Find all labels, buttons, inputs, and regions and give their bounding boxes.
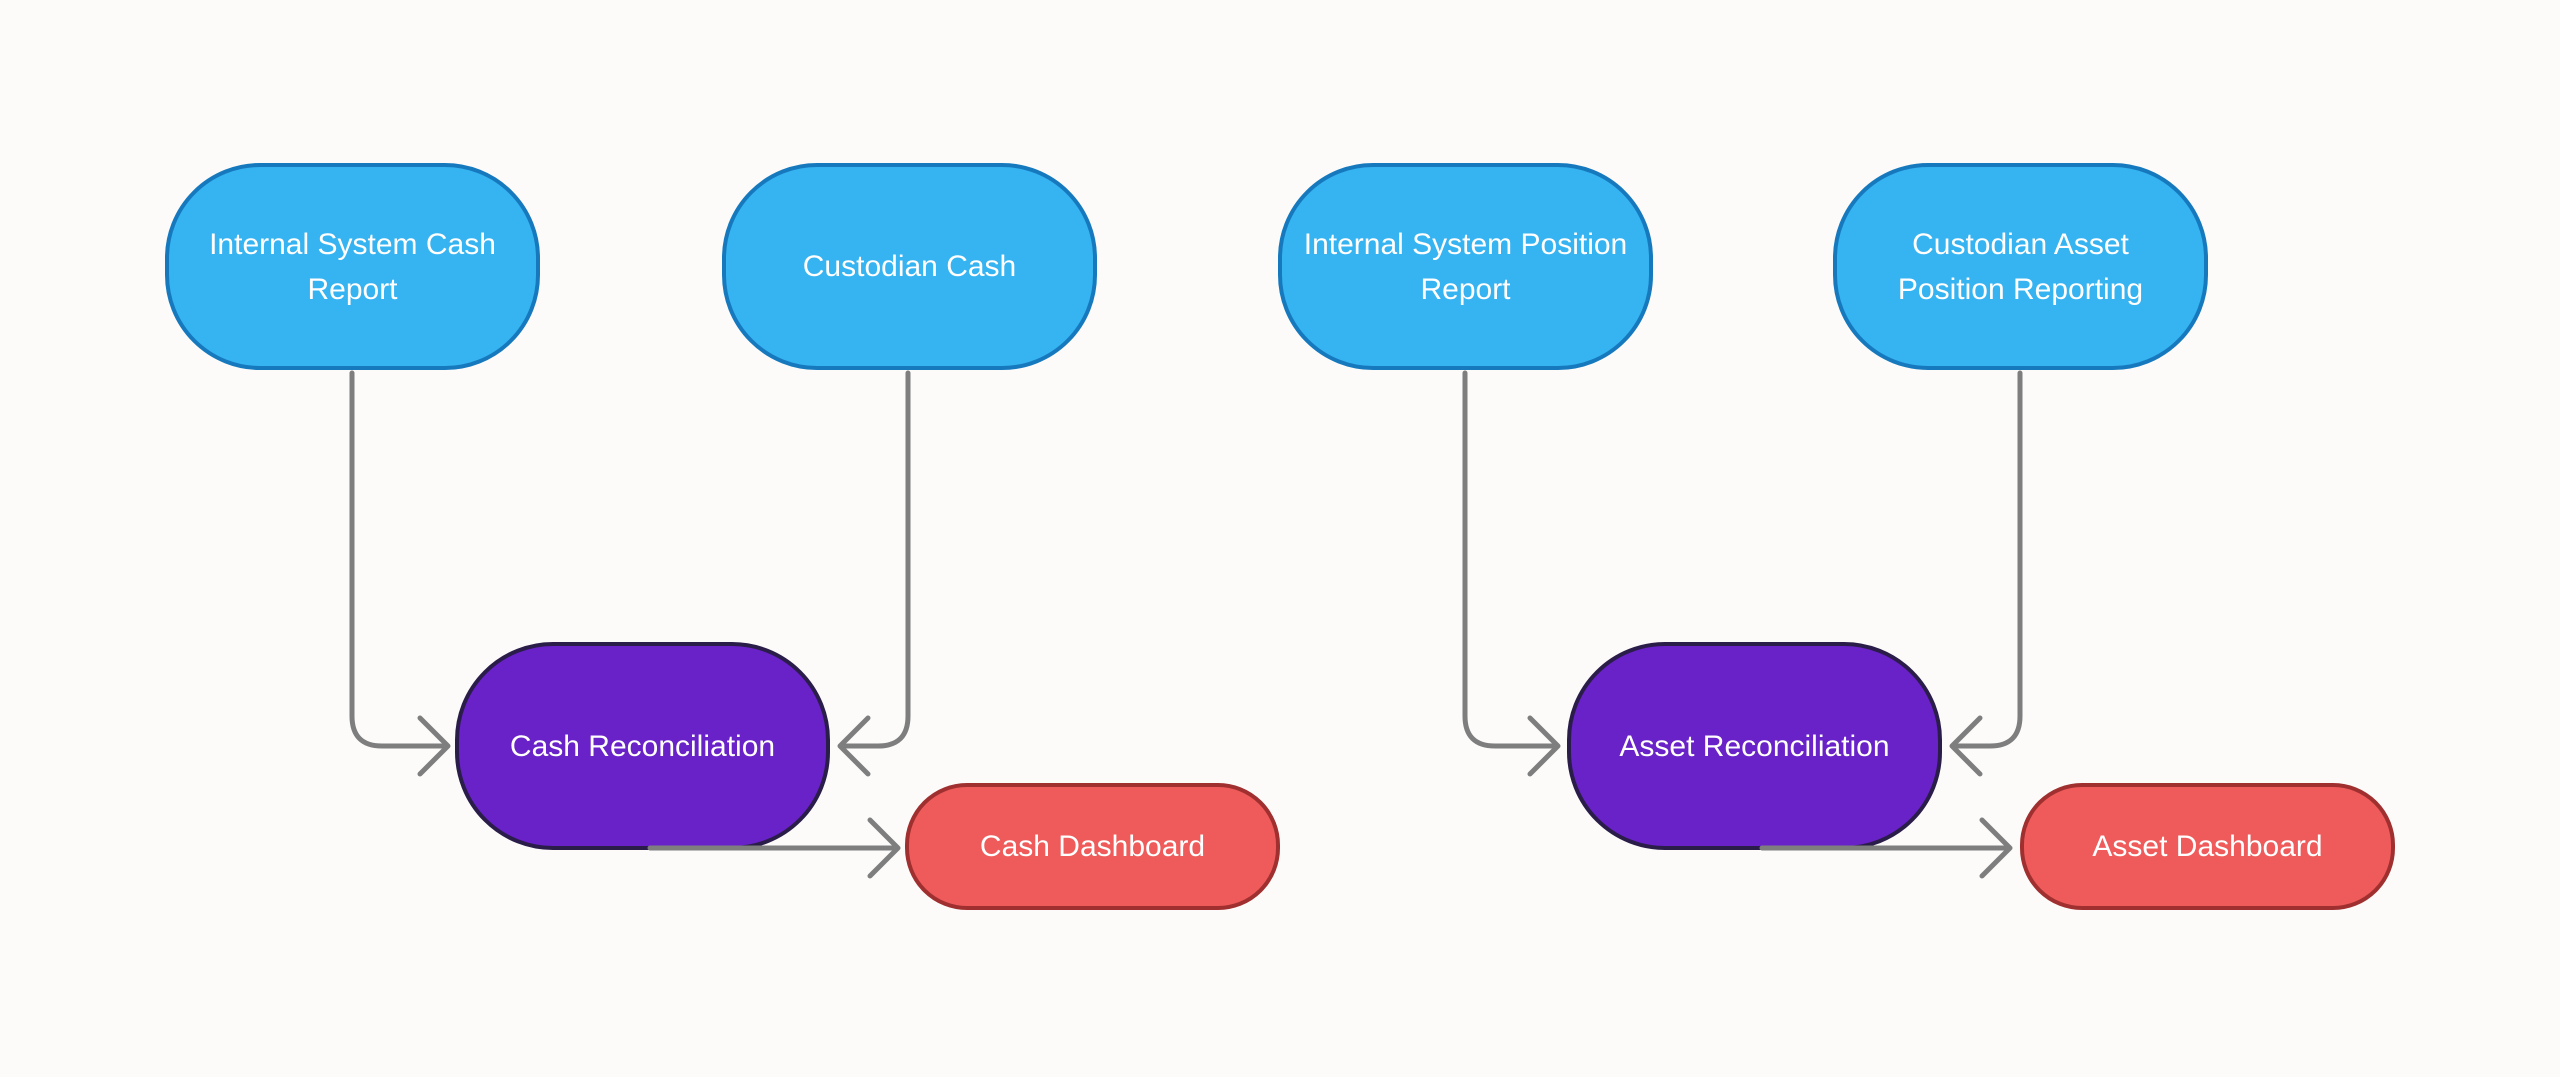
arrowhead-icon xyxy=(1979,817,2013,879)
node-asset-reconciliation[interactable]: Asset Reconciliation xyxy=(1567,642,1942,850)
node-cash-reconciliation[interactable]: Cash Reconciliation xyxy=(455,642,830,850)
arrowhead-icon xyxy=(1949,715,1983,777)
node-label: Cash Reconciliation xyxy=(509,729,776,763)
node-internal-system-position-report[interactable]: Internal System Position Report xyxy=(1278,163,1653,370)
node-label: Asset Dashboard xyxy=(2092,830,2323,863)
arrowhead-icon xyxy=(837,715,871,777)
arrowhead-icon xyxy=(867,817,901,879)
connector-internal-cash-to-cash-reconciliation xyxy=(349,370,445,749)
node-label: Cash Dashboard xyxy=(979,830,1206,863)
node-internal-system-cash-report[interactable]: Internal System Cash Report xyxy=(165,163,540,370)
connector-internal-position-to-asset-reconciliation xyxy=(1462,370,1555,749)
node-asset-dashboard[interactable]: Asset Dashboard xyxy=(2020,783,2395,910)
node-label: Internal System Position Report xyxy=(1303,227,1628,306)
node-custodian-cash[interactable]: Custodian Cash xyxy=(722,163,1097,370)
node-label: Custodian Cash xyxy=(802,250,1017,283)
node-label: Custodian Asset Position Reporting xyxy=(1897,227,2144,306)
node-label: Asset Reconciliation xyxy=(1619,729,1890,763)
node-custodian-asset-position-reporting[interactable]: Custodian Asset Position Reporting xyxy=(1833,163,2208,370)
arrowhead-icon xyxy=(1527,715,1561,777)
arrowhead-icon xyxy=(417,715,451,777)
connector-custodian-asset-to-asset-reconciliation xyxy=(1955,370,2023,749)
connector-custodian-cash-to-cash-reconciliation xyxy=(843,370,911,749)
node-label: Internal System Cash Report xyxy=(209,227,496,306)
node-cash-dashboard[interactable]: Cash Dashboard xyxy=(905,783,1280,910)
